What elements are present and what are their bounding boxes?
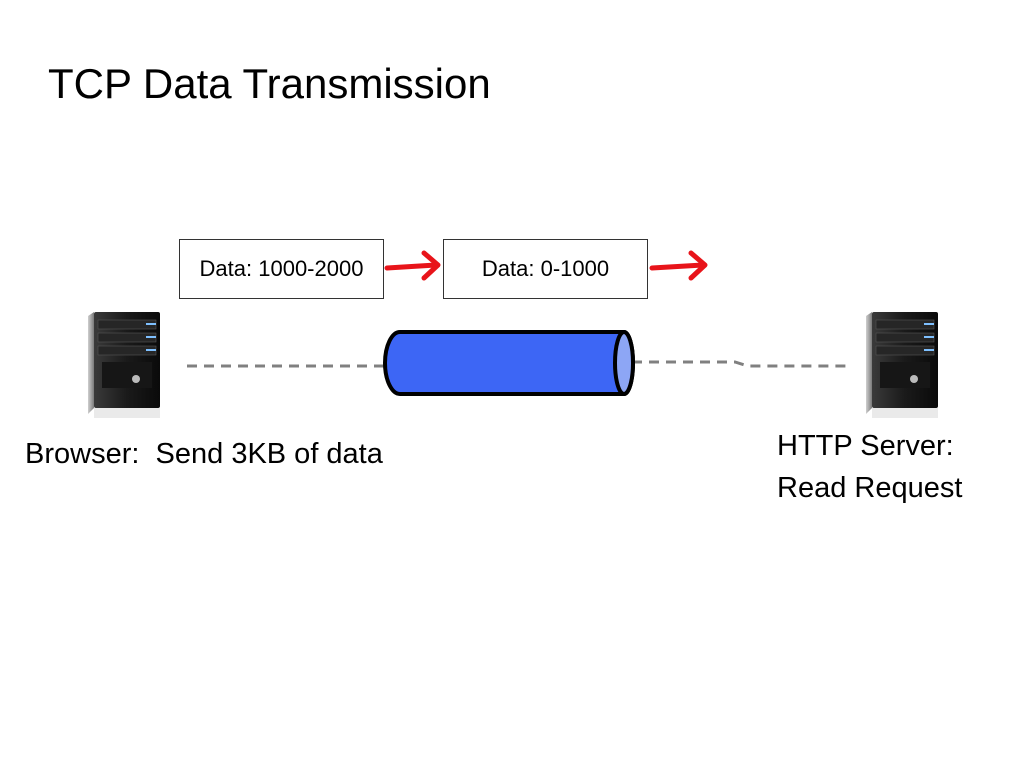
packet-data-1000-2000: Data: 1000-2000 [179,239,384,299]
packet-label: Data: 1000-2000 [199,256,364,281]
server-caption-line2: Read Request [777,472,963,504]
link-dashed-right [632,360,848,368]
packet-data-0-1000: Data: 0-1000 [443,239,648,299]
browser-caption: Browser: Send 3KB of data [25,438,383,470]
server-tower-icon [88,312,160,418]
arrow-right-icon [649,250,708,281]
slide-title: TCP Data Transmission [48,60,491,107]
server-caption-line1: HTTP Server: [777,430,954,462]
tcp-pipe [383,330,635,396]
server-caption: HTTP Server: Read Request [777,425,1017,509]
server-tower-icon [866,312,938,418]
arrow-right-icon [384,250,441,281]
packet-label: Data: 0-1000 [481,256,610,281]
